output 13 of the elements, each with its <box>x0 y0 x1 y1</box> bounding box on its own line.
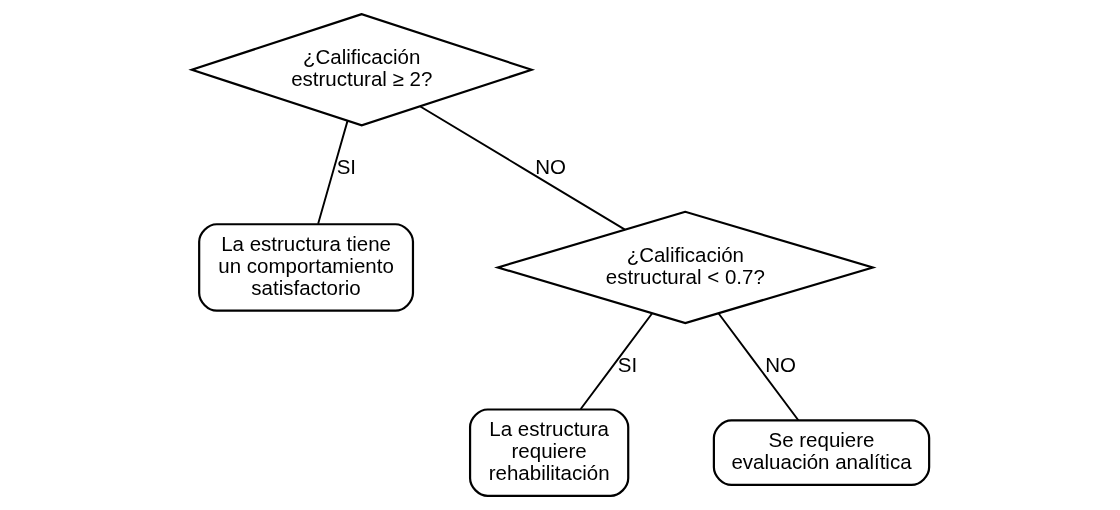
connector <box>316 119 348 225</box>
node-box: Se requiere evaluación analítica <box>712 419 930 486</box>
connector <box>717 312 799 422</box>
edge-label: SI <box>617 352 637 376</box>
node-diamond: ¿Calificación estructural ≥ 2? <box>187 12 535 127</box>
connector <box>579 312 653 410</box>
edge-label: NO <box>764 352 796 376</box>
node-box: La estructura tiene un comportamiento satisfactorio <box>197 223 414 312</box>
edge-label: SI <box>336 155 356 179</box>
node-box: La estructura requiere rehabilitación <box>468 408 629 497</box>
connector <box>418 105 626 231</box>
edge-label: NO <box>534 155 566 179</box>
node-diamond: ¿Calificación estructural < 0.7? <box>493 210 877 325</box>
